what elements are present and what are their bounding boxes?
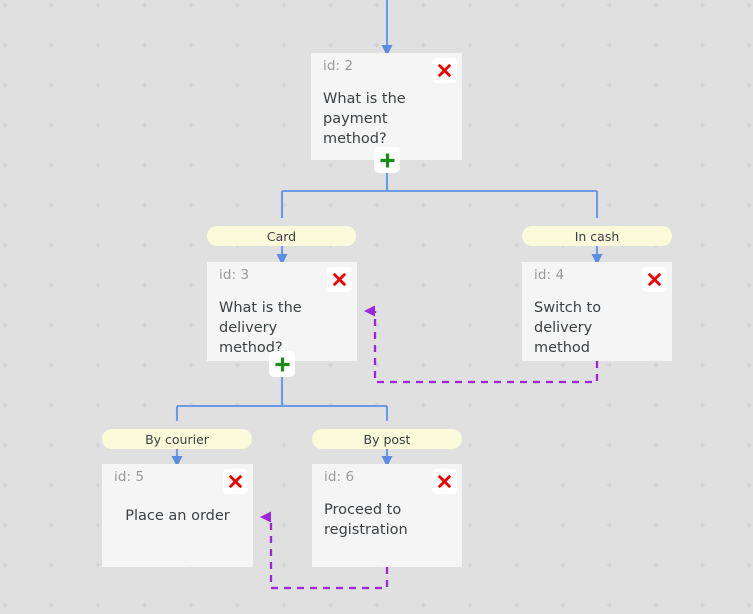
node-id-label: id: 5 (114, 469, 145, 485)
delete-node-button[interactable] (327, 267, 352, 292)
add-button-node-2[interactable] (374, 147, 400, 173)
close-icon (333, 273, 346, 286)
flow-node-6[interactable]: id: 6 Proceed to registration (312, 464, 462, 567)
add-button-node-3[interactable] (269, 351, 295, 377)
node-id-label: id: 3 (219, 267, 250, 283)
close-icon (438, 475, 451, 488)
flow-node-4[interactable]: id: 4 Switch to delivery method (522, 262, 672, 361)
flow-node-3[interactable]: id: 3 What is the delivery method? (207, 262, 357, 361)
arrowhead-feedback-node-5 (260, 511, 271, 523)
arrowhead-feedback-node-3 (364, 305, 375, 317)
delete-node-button[interactable] (432, 469, 457, 494)
branch-label-in-cash[interactable]: In cash (522, 226, 672, 246)
plus-icon (380, 153, 394, 167)
close-icon (648, 273, 661, 286)
plus-icon (275, 357, 289, 371)
node-id-label: id: 6 (324, 469, 355, 485)
delete-node-button[interactable] (223, 469, 248, 494)
node-id-label: id: 4 (534, 267, 565, 283)
branch-label-card[interactable]: Card (207, 226, 356, 246)
close-icon (229, 475, 242, 488)
node-id-label: id: 2 (323, 58, 354, 74)
close-icon (438, 64, 451, 77)
node-text: Switch to delivery method (534, 300, 602, 356)
node-text: Proceed to registration (324, 502, 408, 538)
delete-node-button[interactable] (642, 267, 667, 292)
branch-label-by-post[interactable]: By post (312, 429, 462, 449)
node-text: What is the payment method? (323, 91, 406, 147)
flow-node-5[interactable]: id: 5 Place an order (102, 464, 253, 567)
delete-node-button[interactable] (432, 58, 457, 83)
node-text: Place an order (125, 507, 230, 524)
flow-node-2[interactable]: id: 2 What is the payment method? (311, 53, 462, 160)
branch-label-by-courier[interactable]: By courier (102, 429, 252, 449)
node-text: What is the delivery method? (219, 300, 302, 356)
